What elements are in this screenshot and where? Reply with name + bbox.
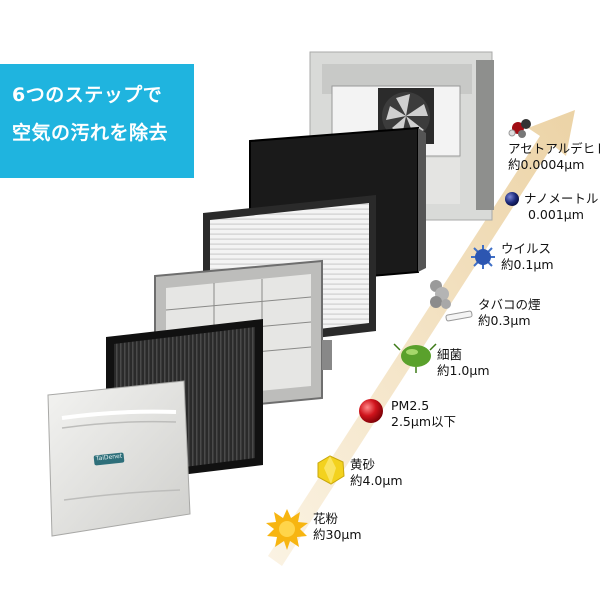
particle-name: 細菌 [437, 347, 463, 362]
particle-name: アセトアルデヒド [508, 141, 600, 156]
particle-label-nanometer: ナノメートル 0.001μm [524, 191, 598, 223]
particle-size: 約0.1μm [501, 257, 554, 272]
particle-size: 約0.0004μm [508, 157, 585, 172]
headline-line-1: 6つのステップで [12, 84, 163, 106]
particle-size: 約1.0μm [437, 363, 490, 378]
pollen-icon [266, 509, 308, 550]
particle-size: 約4.0μm [350, 473, 403, 488]
particle-name: ウイルス [501, 241, 552, 256]
headline-line-2: 空気の汚れを除去 [12, 122, 169, 144]
particle-size: 2.5μm以下 [391, 414, 457, 429]
headline-banner: 6つのステップで 空気の汚れを除去 [0, 64, 194, 178]
virus-icon [471, 245, 495, 269]
main-unit [309, 51, 494, 221]
particle-label-virus: ウイルス 約0.1μm [501, 241, 554, 273]
pm25-particle-icon [359, 399, 383, 423]
particle-size: 約30μm [313, 527, 362, 542]
particle-size-arrow [268, 110, 575, 566]
particle-name: タバコの煙 [478, 297, 541, 312]
particle-size: 約0.3μm [478, 313, 531, 328]
nanometer-particle-icon [505, 192, 519, 206]
front-panel [47, 380, 191, 537]
particle-name: ナノメートル [524, 191, 599, 206]
yellow-sand-icon [317, 455, 345, 485]
particle-name: PM2.5 [391, 398, 430, 413]
particle-label-pm25: PM2.5 2.5μm以下 [391, 398, 456, 430]
particle-label-bacteria: 細菌 約1.0μm [437, 347, 490, 379]
particle-label-cigarette-smoke: タバコの煙 約0.3μm [478, 297, 541, 329]
particle-label-pollen: 花粉 約30μm [313, 511, 362, 543]
particle-name: 花粉 [313, 511, 339, 526]
cigarette-smoke-icon [430, 280, 473, 322]
particle-size: 0.001μm [528, 207, 584, 222]
particle-name: 黄砂 [350, 457, 376, 472]
particle-label-acetaldehyde: アセトアルデヒド 約0.0004μm [508, 141, 600, 173]
bacteria-icon [393, 343, 437, 373]
acetaldehyde-molecule-icon [508, 119, 531, 138]
particle-label-yellow-sand: 黄砂 約4.0μm [350, 457, 403, 489]
